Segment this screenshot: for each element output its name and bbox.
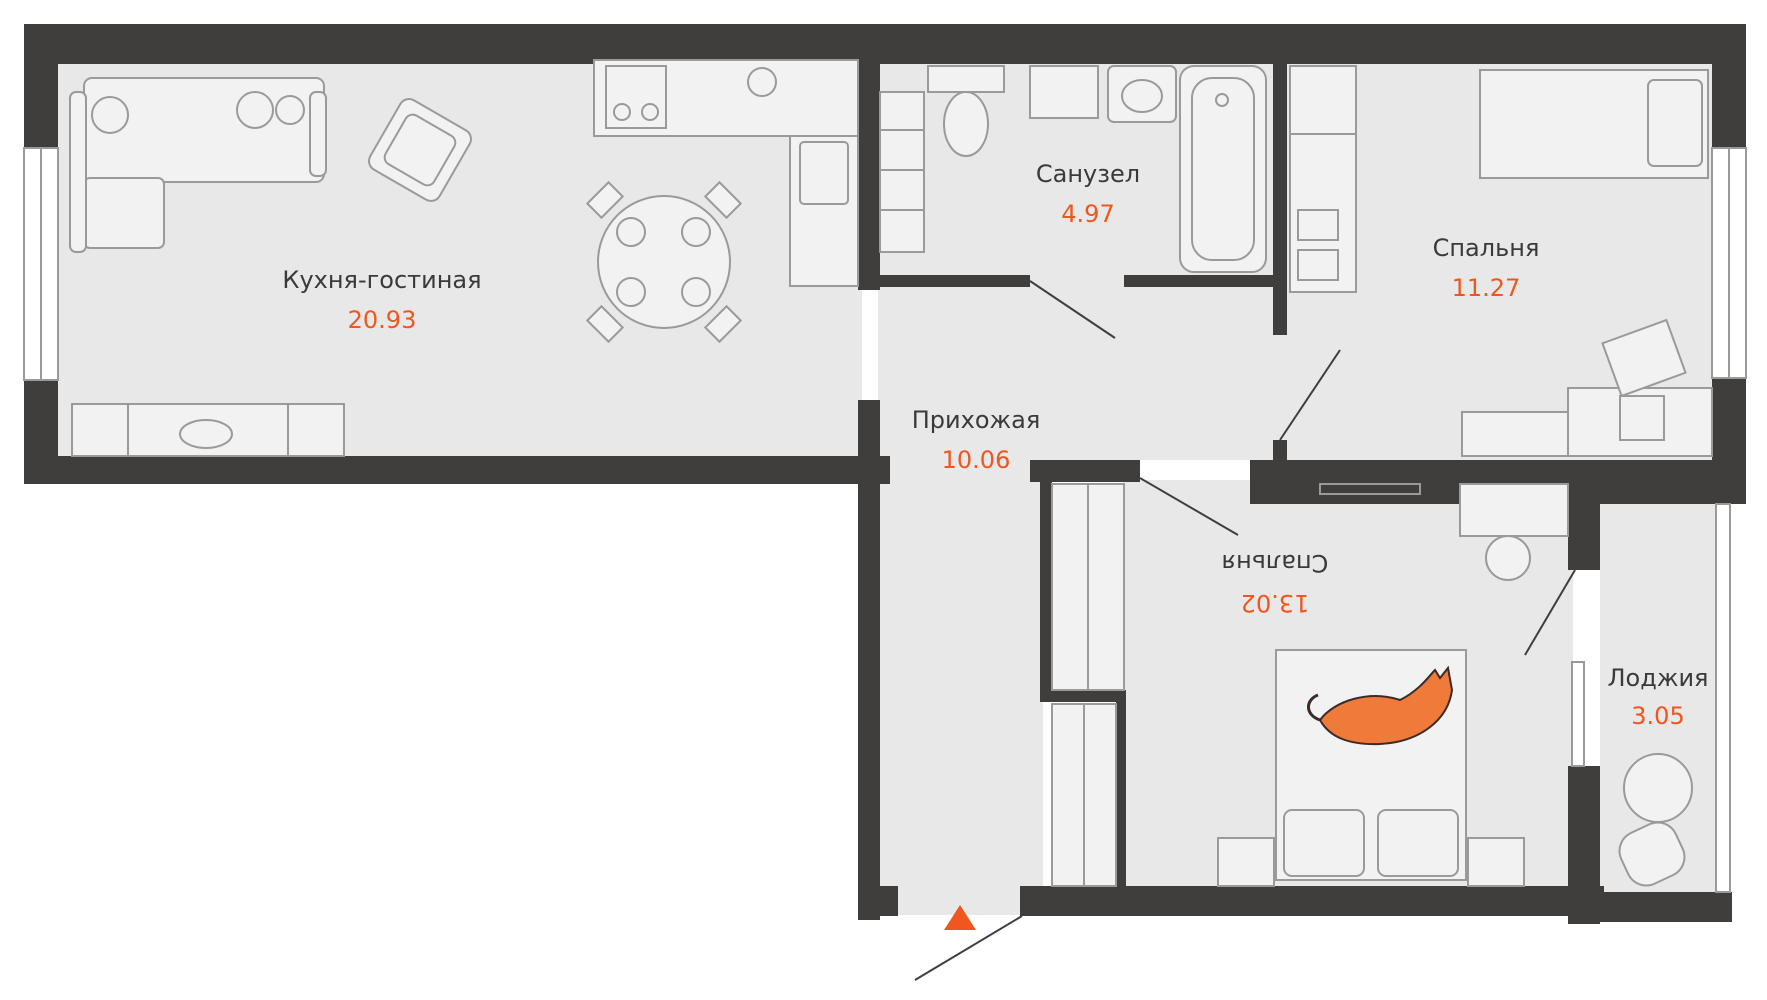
desk-chair [1601, 318, 1687, 398]
nightstand-right [1467, 837, 1525, 887]
window-loggia [1715, 503, 1731, 893]
room-name-bedroom1: Спальня [1433, 234, 1540, 262]
door-entrance [914, 915, 1023, 981]
kitchen-counter [593, 59, 859, 137]
entrance-wall-left [858, 886, 898, 916]
washing-machine [1029, 65, 1099, 119]
triangle-up-icon [944, 905, 976, 930]
toilet [943, 91, 989, 157]
sink-round [747, 67, 777, 97]
desk-bedroom1 [1567, 387, 1713, 457]
hallway-floor-lower [878, 460, 1043, 915]
bedroom1-furniture [1289, 65, 1713, 457]
stool [1485, 535, 1531, 581]
wall-bedroom-stub [1273, 440, 1287, 466]
tv-bedroom2 [1319, 483, 1421, 495]
cat-icon [1307, 665, 1454, 746]
wall-hallway-left [858, 400, 880, 920]
outer-wall-top [24, 24, 1732, 64]
wall-bath-bottom-left [880, 275, 1030, 287]
bathtub [1179, 65, 1267, 273]
bookshelf [1461, 411, 1569, 457]
wall-closet-top [1040, 460, 1124, 472]
outer-wall-bottom-left [24, 456, 890, 484]
outer-wall-bottom [1020, 886, 1604, 916]
loggia-table [1623, 753, 1693, 823]
kitchen-living-furniture [69, 59, 859, 457]
door-loggia [1524, 569, 1576, 656]
loggia-chair [1618, 821, 1686, 887]
wall-closet-mid [1040, 690, 1124, 702]
door-bedroom2 [1139, 477, 1239, 536]
room-name-loggia: Лоджия [1608, 664, 1709, 692]
hallway-floor-upper [878, 270, 1283, 460]
sofa-chaise [83, 177, 165, 249]
loggia-wall-bottom [1568, 892, 1732, 922]
armchair [368, 98, 472, 202]
bathroom-furniture [879, 65, 1267, 273]
nightstand-left [1217, 837, 1275, 887]
room-area-bedroom1: 11.27 [1452, 274, 1521, 302]
doors [914, 280, 1576, 981]
kitchen-counter-side [789, 135, 859, 287]
wall-closet-side [1040, 460, 1052, 700]
door-bathroom [1029, 280, 1116, 339]
towel-rack [879, 91, 925, 253]
room-area-hallway: 10.06 [942, 446, 1011, 474]
wall-closet2-side [1116, 690, 1126, 890]
bed-bedroom2 [1275, 649, 1467, 881]
windows [23, 147, 1747, 893]
toilet-tank [927, 65, 1005, 93]
bedroom2-furniture [1051, 483, 1569, 887]
window-loggia-inner [1571, 661, 1585, 767]
room-area-loggia: 3.05 [1631, 702, 1684, 730]
wardrobe-bedroom1 [1289, 65, 1357, 293]
room-area-bedroom2: 13.02 [1241, 589, 1310, 617]
room-name-bedroom2: Спальня [1222, 549, 1329, 577]
bed-bedroom1 [1479, 69, 1709, 179]
wall-loggia-top-stub [1568, 490, 1600, 570]
dining-table [597, 195, 731, 329]
bathroom-sink [1107, 65, 1177, 123]
room-name-hallway: Прихожая [912, 406, 1041, 434]
wall-kitchen-bath [858, 60, 880, 290]
wall-bath-bedroom [1273, 60, 1287, 335]
room-labels: Кухня-гостиная 20.93 Санузел 4.97 Спальн… [282, 160, 1708, 730]
door-bedroom1 [1279, 349, 1341, 441]
desk-bedroom2 [1459, 483, 1569, 537]
room-area-kitchen-living: 20.93 [348, 306, 417, 334]
sink [799, 141, 849, 205]
room-name-bathroom: Санузел [1036, 160, 1140, 188]
room-name-kitchen-living: Кухня-гостиная [282, 266, 481, 294]
room-area-bathroom: 4.97 [1061, 200, 1114, 228]
stove [605, 65, 667, 129]
wall-bath-bottom-right [1124, 275, 1276, 287]
loggia-furniture [1618, 753, 1693, 887]
